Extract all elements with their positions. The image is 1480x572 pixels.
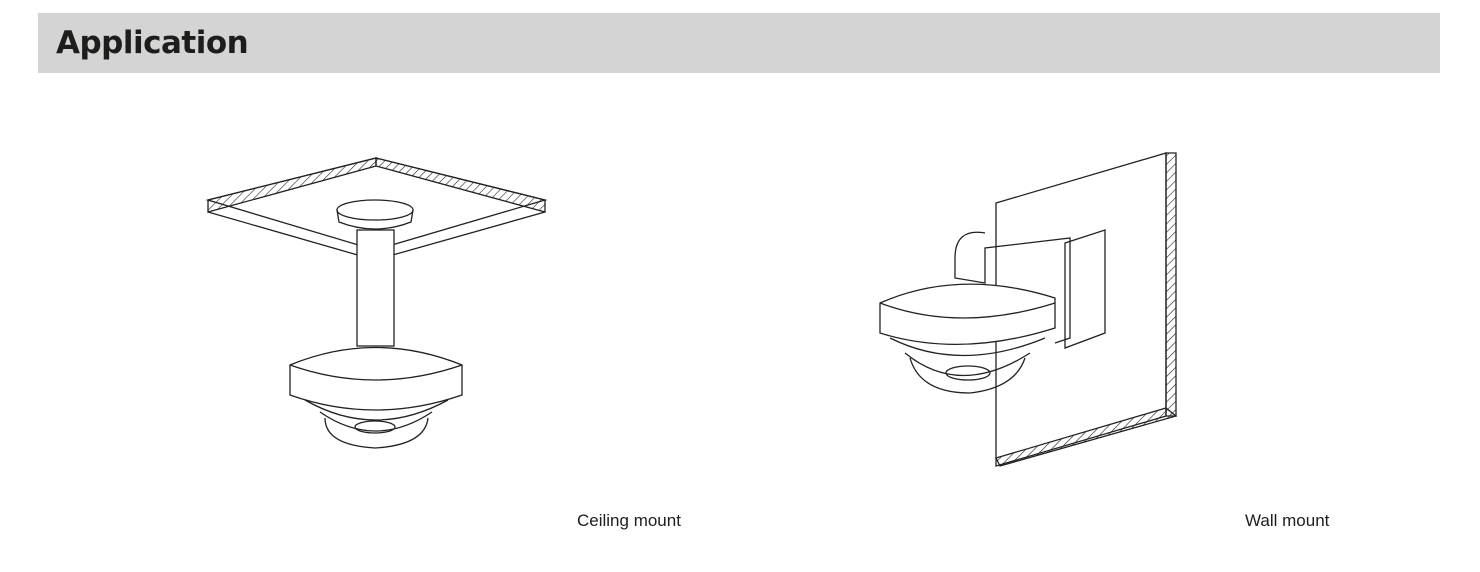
section-title: Application — [56, 25, 249, 61]
section-header: Application — [38, 13, 1440, 73]
ceiling-mount-camera-illustration — [205, 157, 548, 449]
wall-mount-caption: Wall mount — [1245, 511, 1330, 530]
wall-mount-camera-illustration — [879, 152, 1178, 467]
ceiling-mount-caption: Ceiling mount — [577, 511, 681, 530]
